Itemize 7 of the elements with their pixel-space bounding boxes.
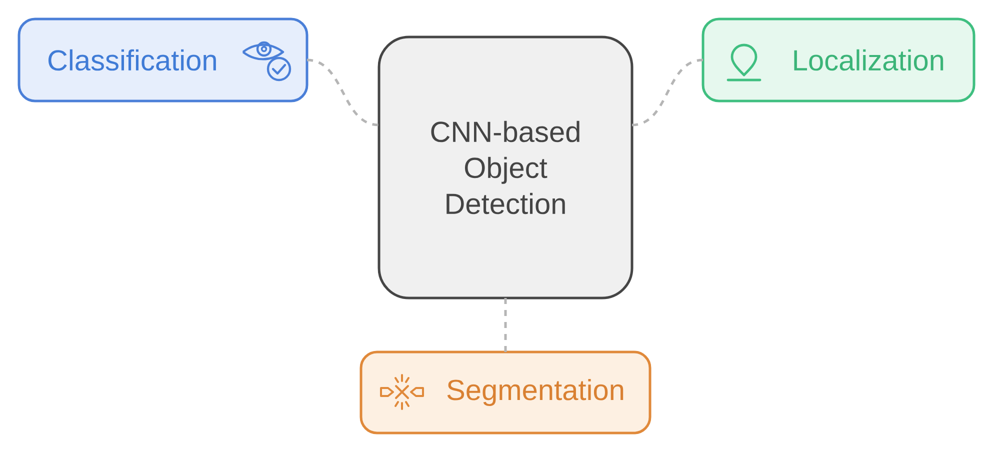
dashed-connector bbox=[306, 58, 380, 126]
rounded-box: Classification bbox=[18, 18, 308, 102]
rounded-box: Segmentation bbox=[360, 350, 652, 434]
dashed-connector bbox=[632, 58, 704, 126]
rounded-box: Localization bbox=[702, 18, 976, 102]
dashed-connector bbox=[504, 298, 507, 352]
rounded-box: CNN-based Object Detection bbox=[378, 36, 634, 300]
